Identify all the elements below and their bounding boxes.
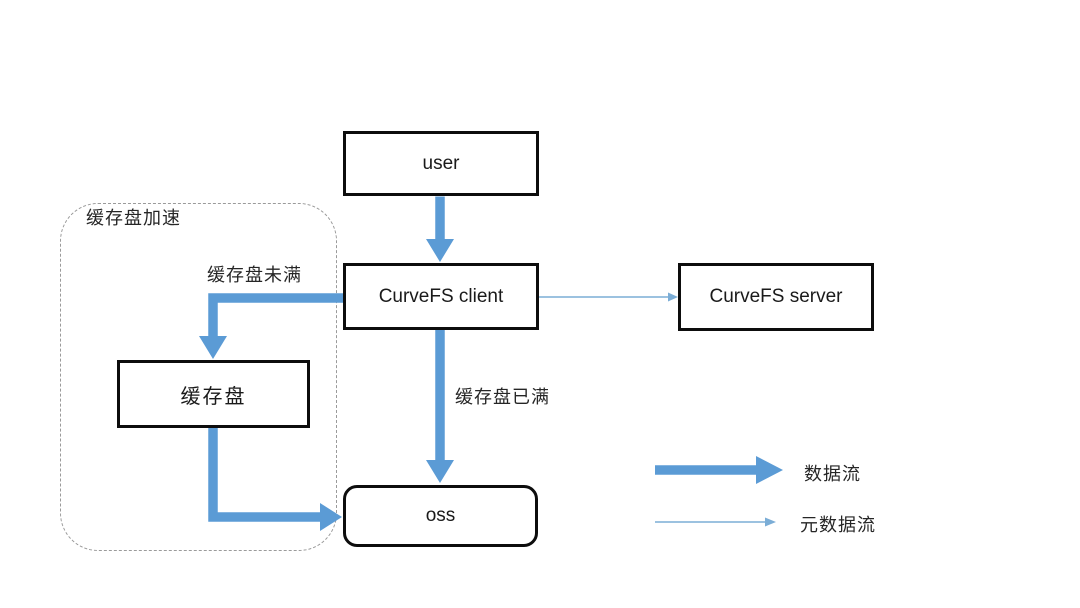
node-cache-disk-label: 缓存盘: [180, 385, 247, 408]
edge-label-cache-full: 缓存盘已满: [455, 387, 550, 407]
arrow-client-to-cache: [199, 293, 343, 359]
node-cache-disk: 缓存盘: [117, 360, 310, 428]
node-curvefs-client: CurveFS client: [343, 263, 539, 330]
node-curvefs-server: CurveFS server: [678, 263, 874, 331]
edge-label-cache-not-full: 缓存盘未满: [207, 265, 302, 285]
node-user: user: [343, 131, 539, 196]
arrow-user-to-client: [426, 196, 454, 262]
legend-data-flow-label: 数据流: [804, 464, 861, 484]
legend-metadata-flow-label: 元数据流: [800, 515, 876, 535]
node-curvefs-client-label: CurveFS client: [378, 285, 504, 307]
node-oss: oss: [343, 485, 538, 547]
legend-data-flow-arrow: [655, 456, 783, 484]
node-oss-label: oss: [425, 505, 456, 526]
arrow-client-to-oss: [426, 330, 454, 483]
node-curvefs-server-label: CurveFS server: [709, 286, 843, 307]
cache-acceleration-group-label: 缓存盘加速: [86, 208, 181, 228]
arrow-client-to-server: [539, 292, 678, 302]
arrow-cache-to-oss: [208, 428, 342, 531]
node-user-label: user: [422, 152, 460, 174]
legend-metadata-flow-arrow: [655, 517, 776, 527]
cache-acceleration-group: [60, 203, 337, 551]
